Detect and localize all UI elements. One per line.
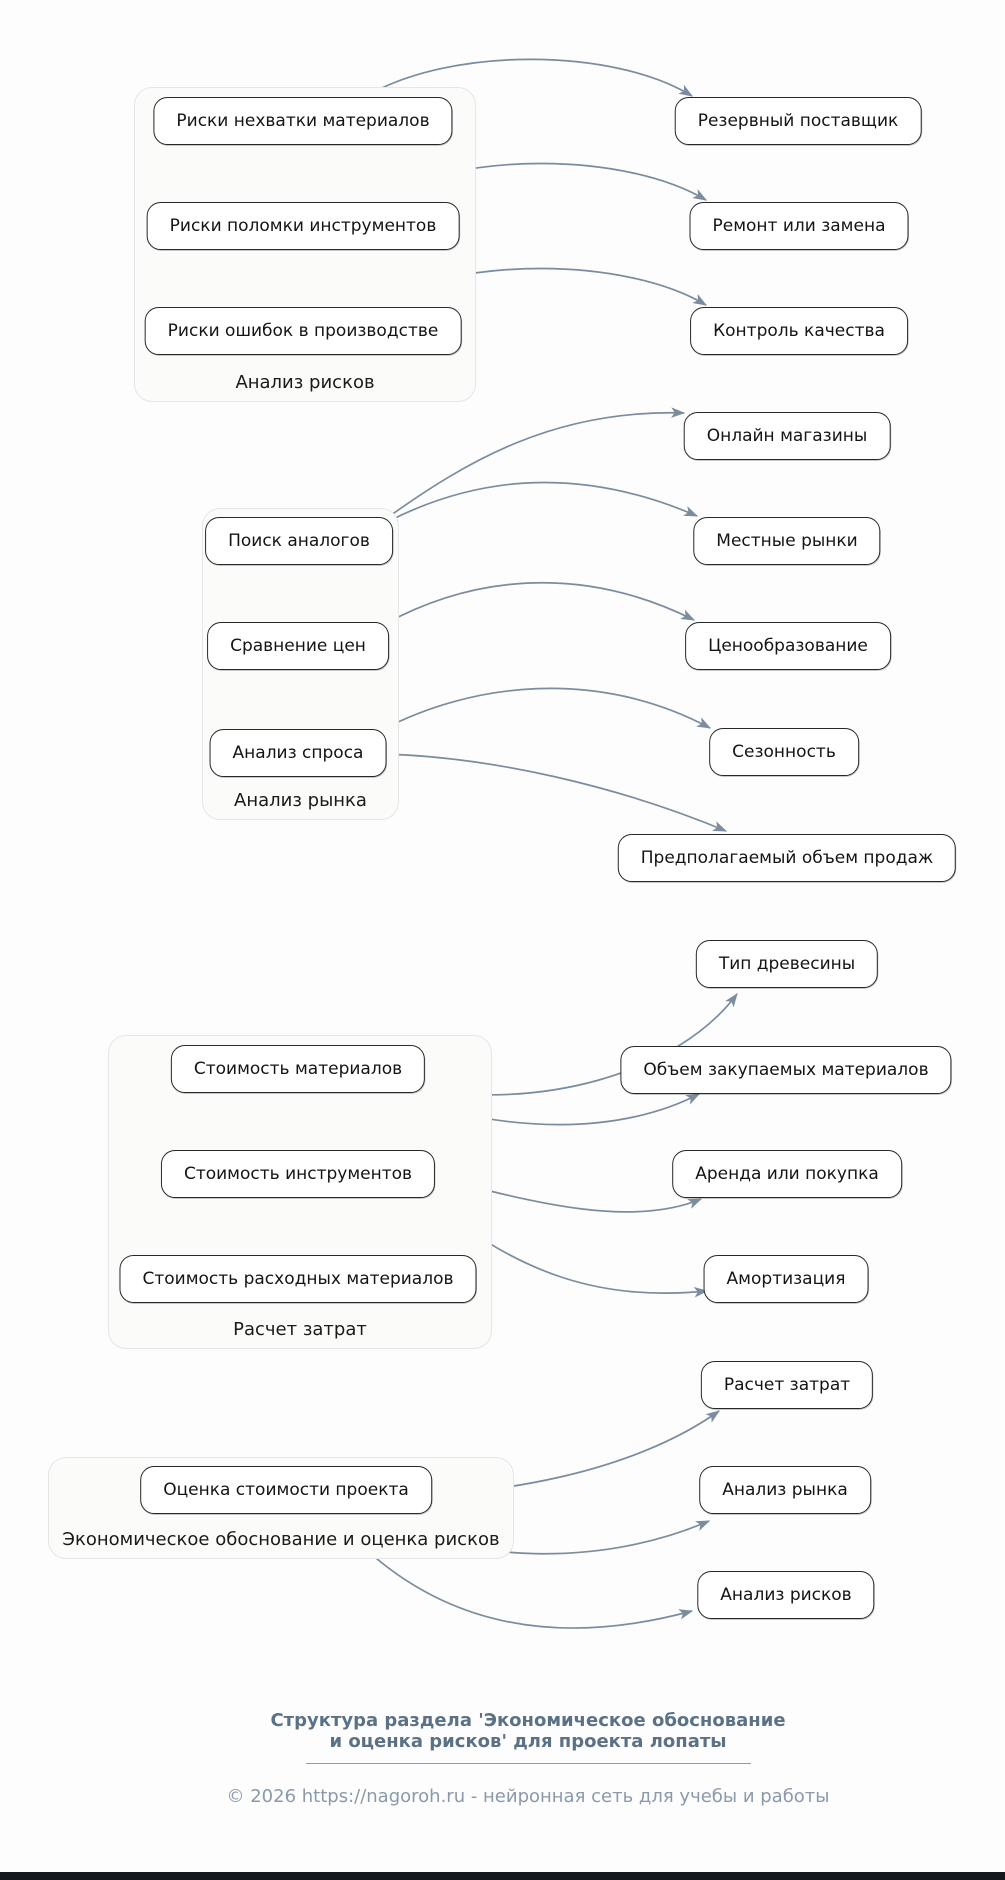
- node-pricing: Ценообразование: [685, 622, 891, 670]
- group-label-cost-calculation: Расчет затрат: [233, 1319, 367, 1340]
- edge-price-comparison-to-pricing: [382, 581, 696, 626]
- group-label-economic-justification: Экономическое обоснование и оценка риско…: [62, 1529, 500, 1550]
- node-production-error-risks: Риски ошибок в производстве: [144, 307, 462, 355]
- node-backup-supplier: Резервный поставщик: [674, 97, 922, 145]
- node-price-comparison: Сравнение цен: [207, 622, 389, 670]
- group-label-risk-analysis: Анализ рисков: [235, 372, 375, 393]
- node-project-cost-estimate: Оценка стоимости проекта: [140, 1466, 432, 1514]
- node-consumables-cost: Стоимость расходных материалов: [119, 1255, 477, 1303]
- footer-copyright: © 2026 https://nagoroh.ru - нейронная се…: [226, 1786, 830, 1807]
- edge-demand-analysis-to-seasonality: [379, 687, 712, 732]
- node-analog-search: Поиск аналогов: [205, 517, 393, 565]
- node-risk-analysis: Анализ рисков: [697, 1571, 875, 1619]
- node-depreciation: Амортизация: [703, 1255, 869, 1303]
- footer-title-line-2: и оценка рисков' для проекта лопаты: [329, 1731, 727, 1752]
- edge-demand-analysis-to-expected-sales: [382, 753, 728, 832]
- node-purchase-volume: Объем закупаемых материалов: [620, 1046, 952, 1094]
- footer-title-line-1: Структура раздела 'Экономическое обоснов…: [270, 1710, 786, 1731]
- node-rent-or-buy: Аренда или покупка: [672, 1150, 902, 1198]
- node-market-analysis: Анализ рынка: [699, 1466, 871, 1514]
- node-seasonality: Сезонность: [709, 728, 859, 776]
- node-wood-type: Тип древесины: [695, 940, 879, 988]
- node-demand-analysis: Анализ спроса: [209, 729, 387, 777]
- node-expected-sales-volume: Предполагаемый объем продаж: [617, 834, 957, 882]
- node-repair-or-replace: Ремонт или замена: [689, 202, 909, 250]
- node-material-cost: Стоимость материалов: [170, 1045, 426, 1093]
- edge-analog-search-to-local-markets: [388, 481, 699, 522]
- edge-analog-search-to-online-stores: [386, 407, 686, 519]
- group-label-market-analysis: Анализ рынка: [234, 790, 367, 811]
- node-tool-breakage-risks: Риски поломки инструментов: [146, 202, 460, 250]
- node-quality-control: Контроль качества: [690, 307, 908, 355]
- node-local-markets: Местные рынки: [693, 517, 881, 565]
- node-material-shortage-risks: Риски нехватки материалов: [153, 97, 453, 145]
- node-tool-cost: Стоимость инструментов: [160, 1150, 436, 1198]
- node-online-stores: Онлайн магазины: [683, 412, 891, 460]
- node-cost-calculation: Расчет затрат: [700, 1361, 874, 1409]
- footer-divider: [306, 1763, 751, 1764]
- bottom-bar: [0, 1872, 1005, 1880]
